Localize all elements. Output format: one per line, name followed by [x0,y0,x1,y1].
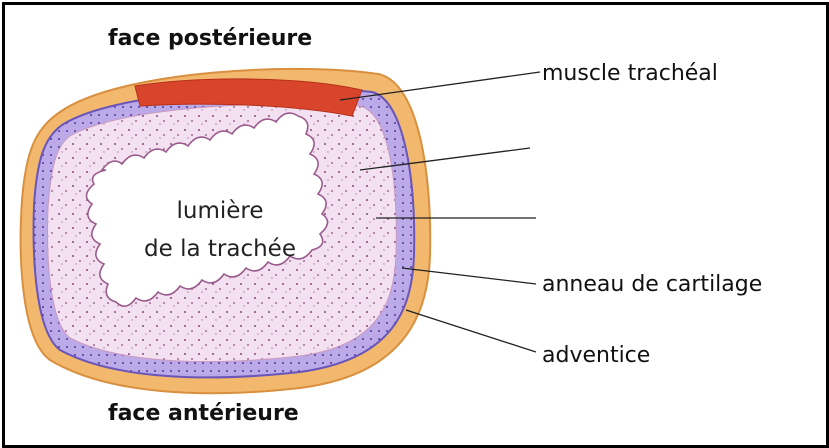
leader-line-adventice [406,310,536,352]
cartilage-label: anneau de cartilage [542,272,762,297]
lumen-label-line2: de la trachée [144,236,296,262]
anterior-face-title: face antérieure [108,401,299,426]
posterior-face-title: face postérieure [108,26,312,51]
adventice-label: adventice [542,343,650,368]
muscle-label: muscle trachéal [542,61,718,86]
lumen-label-line1: lumière [176,198,263,224]
